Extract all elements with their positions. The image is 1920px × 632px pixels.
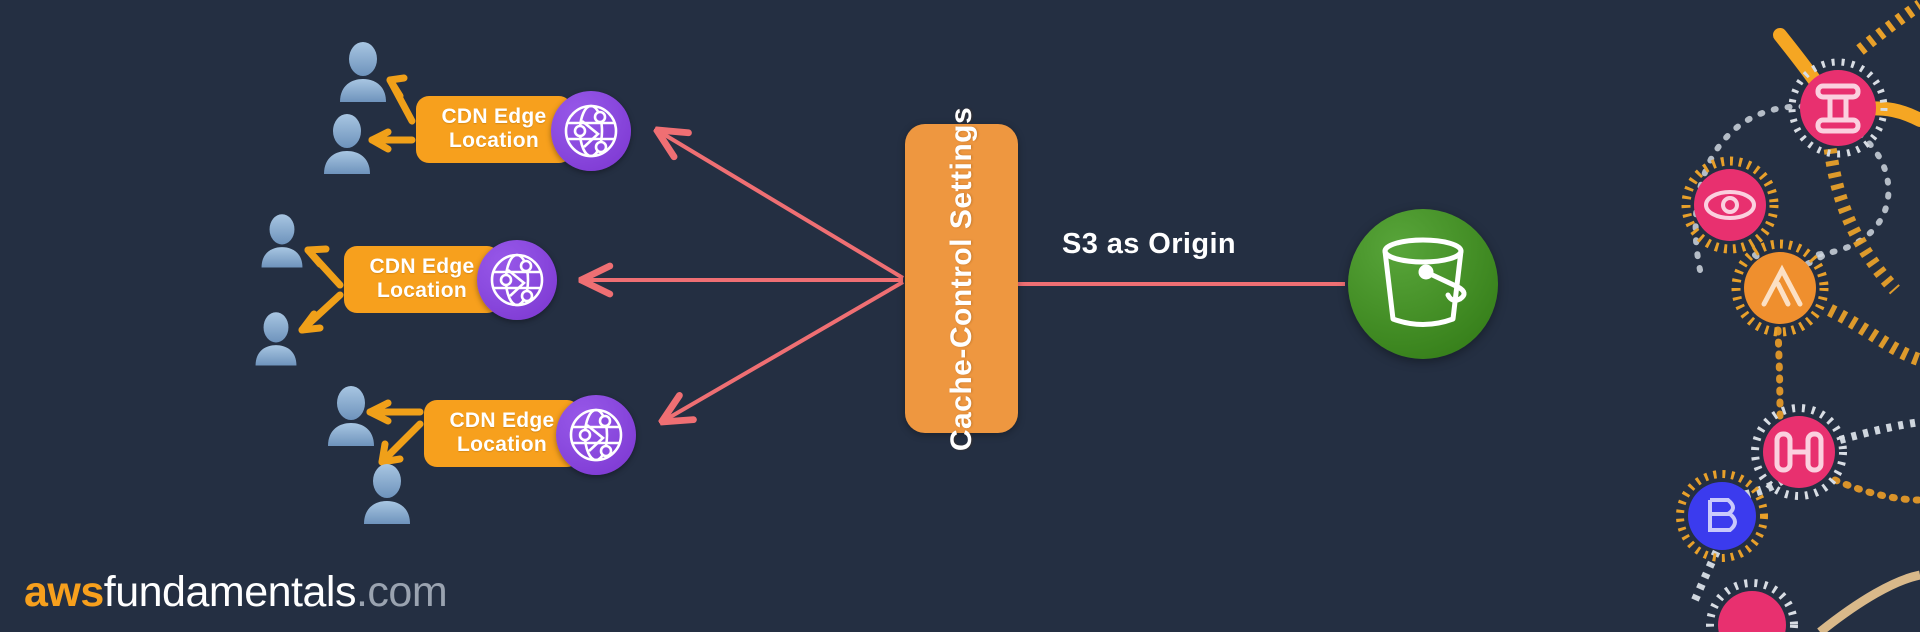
user-icon xyxy=(258,212,306,268)
arrow-edge-top-to-user-1 xyxy=(386,74,416,125)
cache-control-settings-label: Cache-Control Settings xyxy=(944,106,978,451)
brand-logo: awsfundamentals.com xyxy=(24,568,448,617)
cloudfront-icon xyxy=(477,240,557,320)
edge-label-line1: CDN Edge xyxy=(369,255,475,278)
logo-fundamentals: fundamentals xyxy=(103,568,357,616)
user-icon xyxy=(360,462,414,524)
edge-label-line2: Location xyxy=(449,129,539,152)
edge-label-line1: CDN Edge xyxy=(449,409,555,432)
edge-label-line2: Location xyxy=(377,279,467,302)
cloudfront-icon xyxy=(551,91,631,171)
connector-to-edge-bottom xyxy=(665,280,905,420)
arrow-edge-bottom-to-user-1 xyxy=(366,399,424,425)
arrow-edge-top-to-user-2 xyxy=(368,128,416,153)
s3-origin-label: S3 as Origin xyxy=(1062,228,1237,260)
cloudfront-icon xyxy=(556,395,636,475)
arrow-edge-middle-to-user-1 xyxy=(304,245,344,289)
edge-label-line2: Location xyxy=(457,433,547,456)
user-icon xyxy=(324,384,378,446)
logo-dotcom: .com xyxy=(355,568,448,616)
s3-bucket-icon xyxy=(1348,209,1498,359)
logo-aws: aws xyxy=(24,568,104,616)
arrow-edge-middle-to-user-2 xyxy=(298,291,344,334)
arrow-edge-bottom-to-user-2 xyxy=(378,420,424,466)
edge-label-line1: CDN Edge xyxy=(441,105,547,128)
connector-to-edge-top xyxy=(660,132,905,280)
user-icon xyxy=(252,310,300,366)
cache-control-settings-box: Cache-Control Settings xyxy=(905,106,1018,451)
user-icon xyxy=(336,40,390,102)
edge-location-label-top: CDN Edge Location xyxy=(416,96,572,163)
edge-location-label-bottom: CDN Edge Location xyxy=(424,400,580,467)
user-icon xyxy=(320,112,374,174)
edge-location-label-middle: CDN Edge Location xyxy=(344,246,500,313)
